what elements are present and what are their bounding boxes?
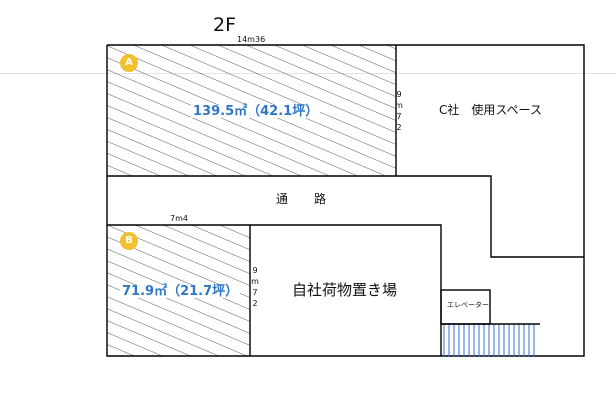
storage-area-label: 自社荷物置き場 <box>292 281 398 299</box>
depth-char: 7 <box>396 112 402 121</box>
unit-a-badge: A <box>120 54 138 72</box>
unit-b-badge: B <box>120 232 138 250</box>
corridor-label: 通路 <box>276 192 353 206</box>
floor-label: 2F <box>213 14 237 36</box>
unit-b-area-label: 71.9㎡（21.7坪） <box>120 284 241 299</box>
elevator-label: エレベーター <box>447 301 489 309</box>
depth-char: 9 <box>252 266 258 275</box>
stairs-area <box>443 324 535 357</box>
depth-char: m <box>395 101 403 110</box>
building-outline <box>106 44 585 357</box>
depth-char: 2 <box>396 123 402 132</box>
company-c-space-label: C社 使用スペース <box>439 103 542 117</box>
depth-char: 2 <box>252 299 258 308</box>
depth-char: 9 <box>396 90 402 99</box>
top-width-dimension: 14m36 <box>237 35 266 44</box>
depth-char: 7 <box>252 288 258 297</box>
depth-char: m <box>251 277 259 286</box>
unit-a-depth-dimension: 9 m 7 2 <box>394 89 404 133</box>
unit-b-depth-dimension: 9 m 7 2 <box>250 265 260 309</box>
lower-width-dimension: 7m4 <box>170 214 188 223</box>
corridor-upper-wall <box>107 175 584 258</box>
unit-a-area-label: 139.5㎡（42.1坪） <box>191 104 321 119</box>
